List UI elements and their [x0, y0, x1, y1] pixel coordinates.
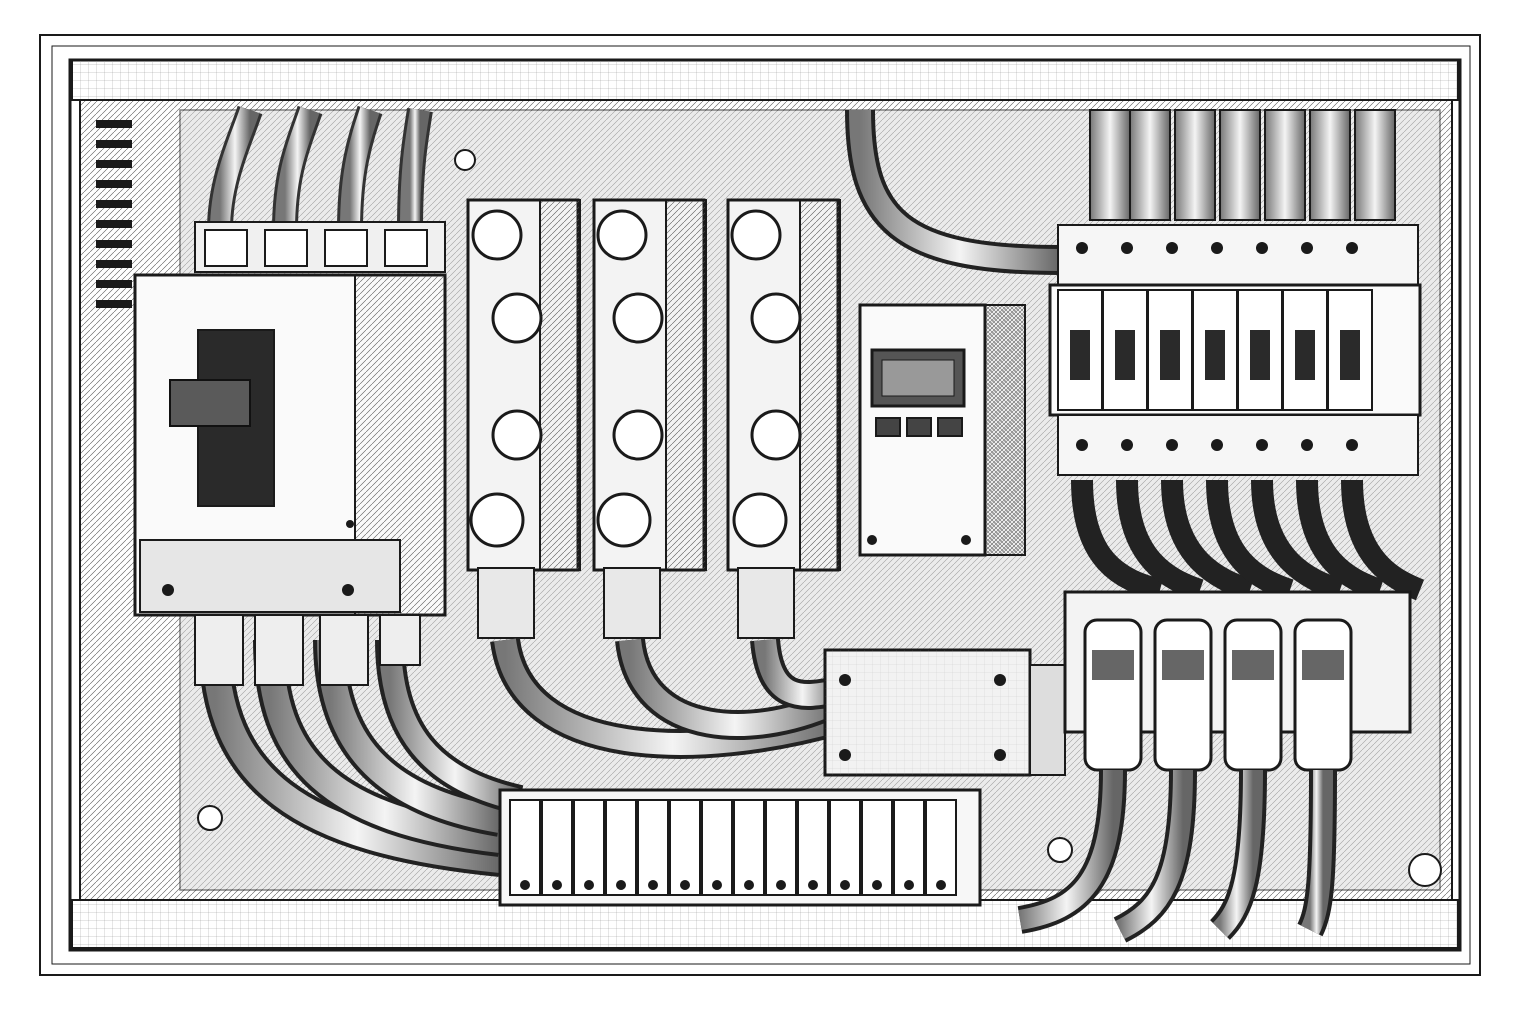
bolt-icon — [596, 209, 648, 261]
breaker-toggle — [1070, 330, 1360, 380]
cable-icon — [207, 105, 433, 231]
terminal-icon — [829, 799, 861, 896]
breaker-terminal — [204, 229, 428, 267]
cable-bundle-bottom-right — [1017, 769, 1337, 943]
terminal-icon — [669, 799, 701, 896]
cable-bundle-top-right — [1089, 109, 1396, 221]
bolt-icon — [732, 492, 788, 548]
terminal-icon — [925, 799, 957, 896]
busbar-group-1 — [466, 198, 581, 639]
display-button — [906, 417, 932, 437]
bolt-icon — [750, 292, 802, 344]
miniature-breaker-row — [1048, 224, 1422, 476]
terminal-icon — [797, 799, 829, 896]
terminal-icon — [861, 799, 893, 896]
bolt-icon — [491, 409, 543, 461]
junction-box — [823, 648, 1066, 777]
bolt-icon — [612, 292, 664, 344]
bolt-icon — [469, 492, 525, 548]
display-button — [937, 417, 963, 437]
fuse-icon — [1083, 618, 1143, 772]
bolt-icon — [750, 409, 802, 461]
bolt-icon — [612, 409, 664, 461]
fuse-icon — [1293, 618, 1353, 772]
cable-bundle-right — [1071, 479, 1425, 601]
display-button — [875, 417, 901, 437]
bolt-icon — [730, 209, 782, 261]
fuse-icon — [1153, 618, 1213, 772]
display-module — [858, 303, 1026, 557]
terminal-icon — [701, 799, 733, 896]
terminal-icon — [733, 799, 765, 896]
fuse-icon — [1223, 618, 1283, 772]
terminal-icon — [605, 799, 637, 896]
terminal-strip — [498, 788, 982, 907]
busbar-group-2 — [592, 198, 707, 639]
breaker-handle — [169, 379, 251, 427]
cable-bundle-center — [490, 637, 847, 759]
terminal-icon — [765, 799, 797, 896]
busbar-group-3 — [726, 198, 841, 639]
cable-gland-row — [194, 614, 421, 686]
vent-slots — [96, 120, 132, 308]
terminal-icon — [893, 799, 925, 896]
bolt-icon — [596, 492, 652, 548]
bolt-icon — [471, 209, 523, 261]
terminal-icon — [541, 799, 573, 896]
bolt-icon — [491, 292, 543, 344]
mounting-screws — [197, 149, 1442, 887]
main-breaker — [133, 221, 447, 617]
terminal-icon — [637, 799, 669, 896]
enclosure-frame — [39, 34, 1481, 976]
terminal-icon — [509, 799, 541, 896]
terminal-icon — [573, 799, 605, 896]
